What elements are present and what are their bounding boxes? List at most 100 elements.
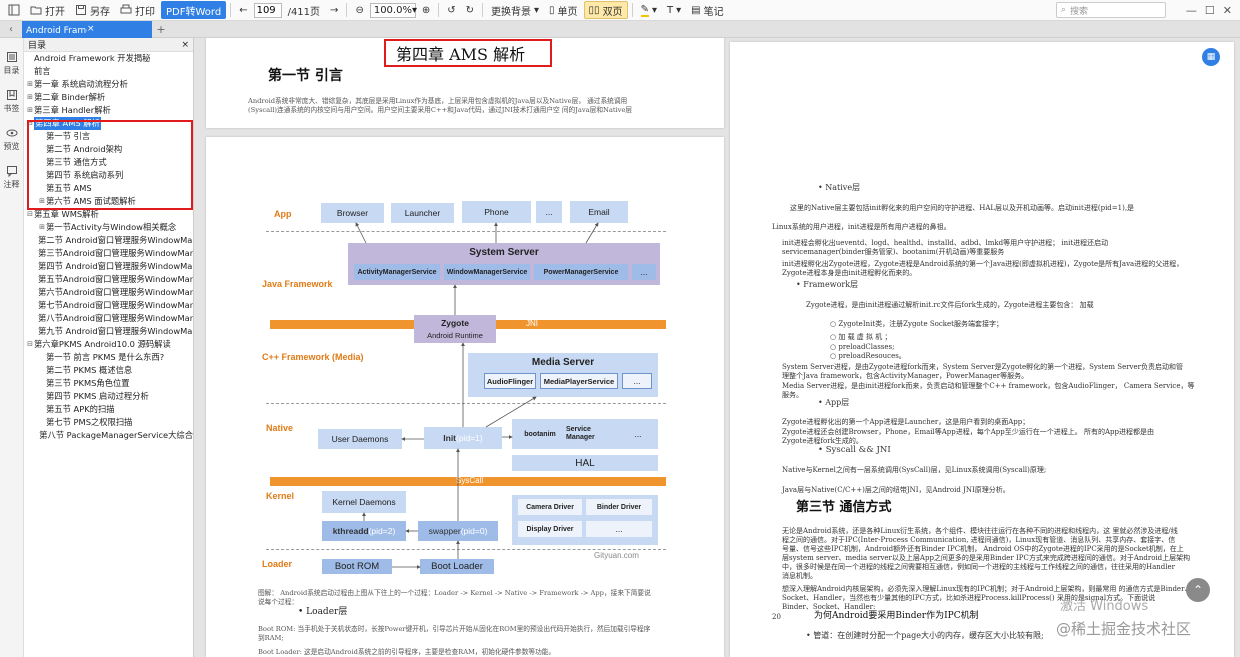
outline-item[interactable]: 第三节Android窗口管理服务WindowManagerService <box>24 247 193 260</box>
prev-page-button[interactable]: ← <box>235 1 251 19</box>
zygote-label: Zygote <box>441 318 469 328</box>
zoom-in-button[interactable]: ⊕ <box>418 1 434 19</box>
outline-item[interactable]: 第五节 APK的扫描 <box>24 403 193 416</box>
outline-item[interactable]: ⊞第一章 系统启动流程分析 <box>24 78 193 91</box>
page-action-button[interactable]: ▦ <box>1202 48 1220 66</box>
collapse-icon[interactable]: ⊟ <box>27 119 33 127</box>
chapter-title: 第四章 AMS 解析 <box>396 45 526 64</box>
minimize-icon[interactable]: — <box>1185 3 1197 17</box>
document-tab[interactable]: Android Framework 开发揭秘× <box>22 20 152 38</box>
rotate-left-button[interactable]: ↺ <box>443 1 459 19</box>
expand-icon[interactable]: ⊞ <box>39 197 45 205</box>
zoom-out-button[interactable]: ⊖ <box>351 1 367 19</box>
arrow <box>485 396 537 428</box>
diagram-arrows <box>355 222 599 569</box>
highlight-button[interactable]: ✎▾ <box>637 1 661 19</box>
maximize-icon[interactable]: ☐ <box>1204 3 1215 17</box>
notes-button[interactable]: ▤笔记 <box>691 4 724 18</box>
chevron-left-icon[interactable]: ‹ <box>9 23 13 35</box>
outline-item[interactable]: 第四节 Android窗口管理服务WindowManagerService <box>24 260 193 273</box>
outline-item[interactable]: 第三节 通信方式 <box>24 156 193 169</box>
native-box: bootanim <box>524 430 556 438</box>
search-input[interactable]: ⌕搜索 <box>1055 2 1166 18</box>
sidebar-toggle-button[interactable] <box>4 1 24 19</box>
layer-label-java: Java Framework <box>262 279 333 289</box>
expand-icon[interactable]: ⊞ <box>27 106 33 114</box>
open-button[interactable]: 打开 <box>26 1 69 19</box>
rotate-right-button[interactable]: ↻ <box>462 1 478 19</box>
double-page-icon: ▯▯ <box>588 4 600 16</box>
print-button[interactable]: 打印 <box>116 1 159 19</box>
page-number-input[interactable] <box>253 2 282 18</box>
list-icon <box>6 52 17 62</box>
outline-item[interactable]: 第八节Android窗口管理服务WindowManagerService <box>24 312 193 325</box>
close-icon[interactable]: × <box>181 39 189 50</box>
zoom-out-icon: ⊖ <box>355 4 364 16</box>
outline-item[interactable]: 第五节 AMS <box>24 182 193 195</box>
outline-header: 目录× <box>24 38 193 52</box>
expand-icon[interactable]: ⊞ <box>27 93 33 101</box>
outline-item[interactable]: Android Framework 开发揭秘 <box>24 52 193 65</box>
divider <box>346 3 348 17</box>
saveas-button[interactable]: 另存 <box>71 1 114 19</box>
double-page-button[interactable]: ▯▯双页 <box>583 1 628 19</box>
outline-item[interactable]: 第四节 PKMS 启动过程分析 <box>24 390 193 403</box>
driver-box: Camera Driver <box>518 499 582 515</box>
right-text: Linux系统的用户进程，init进程是所有用户进程的鼻祖。 <box>772 223 951 231</box>
user-daemons-box: User Daemons <box>318 429 402 449</box>
kthreadd-label: kthreadd(pid=2) <box>332 526 396 536</box>
right-text: 想深入理解Android内核层架构，必须先深入理解Linux现有的IPC机制；对… <box>782 585 1192 593</box>
add-tab-button[interactable]: + <box>156 22 166 36</box>
outline-item[interactable]: 第二节 PKMS 概述信息 <box>24 364 193 377</box>
outline-item-label: 第四节 Android窗口管理服务WindowManagerService <box>38 261 193 271</box>
rail-outline[interactable]: 目录 <box>0 51 23 76</box>
outline-item[interactable]: 第二节 Android架构 <box>24 143 193 156</box>
outline-item[interactable]: 第一节 前言 PKMS 是什么东西? <box>24 351 193 364</box>
outline-item[interactable]: ⊞第一节Activity与Window相关概念 <box>24 221 193 234</box>
note-icon: ▤ <box>691 4 701 16</box>
outline-item[interactable]: 前言 <box>24 65 193 78</box>
close-tab-icon[interactable]: × <box>87 24 95 34</box>
outline-item[interactable]: ⊟第五章 WMS解析 <box>24 208 193 221</box>
dashed-divider <box>266 549 666 550</box>
collapse-icon[interactable]: ⊟ <box>27 340 33 348</box>
outline-item[interactable]: 第二节 Android窗口管理服务WindowManagerService <box>24 234 193 247</box>
outline-item[interactable]: 第三节 PKMS角色位置 <box>24 377 193 390</box>
zoom-select[interactable]: 100.0%▾ <box>369 2 417 18</box>
collapse-icon[interactable]: ⊟ <box>27 210 33 218</box>
outline-item[interactable]: 第四节 系统启动系列 <box>24 169 193 182</box>
section-title-3: 第三节 通信方式 <box>796 500 892 515</box>
outline-item[interactable]: 第五节Android窗口管理服务WindowManagerService <box>24 273 193 286</box>
outline-item[interactable]: ⊞第六节 AMS 面试题解析 <box>24 195 193 208</box>
outline-item[interactable]: 第八节 PackageManagerService大综合 <box>24 429 193 442</box>
next-page-button[interactable]: → <box>326 1 342 19</box>
expand-icon[interactable]: ⊞ <box>27 80 33 88</box>
text-button[interactable]: T▾ <box>663 1 685 19</box>
rail-preview[interactable]: 预览 <box>0 127 23 152</box>
outline-item-label: 第三节Android窗口管理服务WindowManagerService <box>38 248 193 258</box>
outline-item[interactable]: ⊞第三章 Handler解析 <box>24 104 193 117</box>
change-background-button[interactable]: 更换背景▾ <box>491 4 540 18</box>
outline-item[interactable]: 第九节 Android窗口管理服务WindowManagerService <box>24 325 193 338</box>
right-text: ○ 加 载 虚 拟 机 ； <box>830 333 892 341</box>
close-icon[interactable]: ✕ <box>1222 3 1232 17</box>
swapper-box <box>418 521 498 541</box>
driver-box: Binder Driver <box>586 499 652 515</box>
ss-box: ActivityManagerService <box>354 264 440 280</box>
outline-item[interactable]: 第七节 PMS之权限扫描 <box>24 416 193 429</box>
outline-item[interactable]: 第一节 引言 <box>24 130 193 143</box>
pdf-to-word-button[interactable]: PDF转Word <box>161 1 227 19</box>
rail-bookmark[interactable]: 书签 <box>0 89 23 114</box>
outline-item-label: 第二节 Android窗口管理服务WindowManagerService <box>38 235 193 245</box>
outline-item[interactable]: 第六节Android窗口管理服务WindowManagerService <box>24 286 193 299</box>
dashed-divider <box>266 403 666 404</box>
rail-annotation[interactable]: 注释 <box>0 165 23 190</box>
right-text: Zygote进程本身是由init进程孵化而来的。 <box>782 269 917 277</box>
expand-icon[interactable]: ⊞ <box>39 223 45 231</box>
outline-item[interactable]: 第七节Android窗口管理服务WindowManagerService <box>24 299 193 312</box>
scroll-top-button[interactable]: ⌃ <box>1186 578 1210 602</box>
right-text: 这里的Native层主要包括init孵化来的用户空间的守护进程、HAL层以及开机… <box>790 204 1135 212</box>
outline-item[interactable]: ⊟第六章PKMS Android10.0 源码解读 <box>24 338 193 351</box>
single-page-button[interactable]: ▯单页 <box>549 4 578 18</box>
outline-item[interactable]: ⊞第二章 Binder解析 <box>24 91 193 104</box>
